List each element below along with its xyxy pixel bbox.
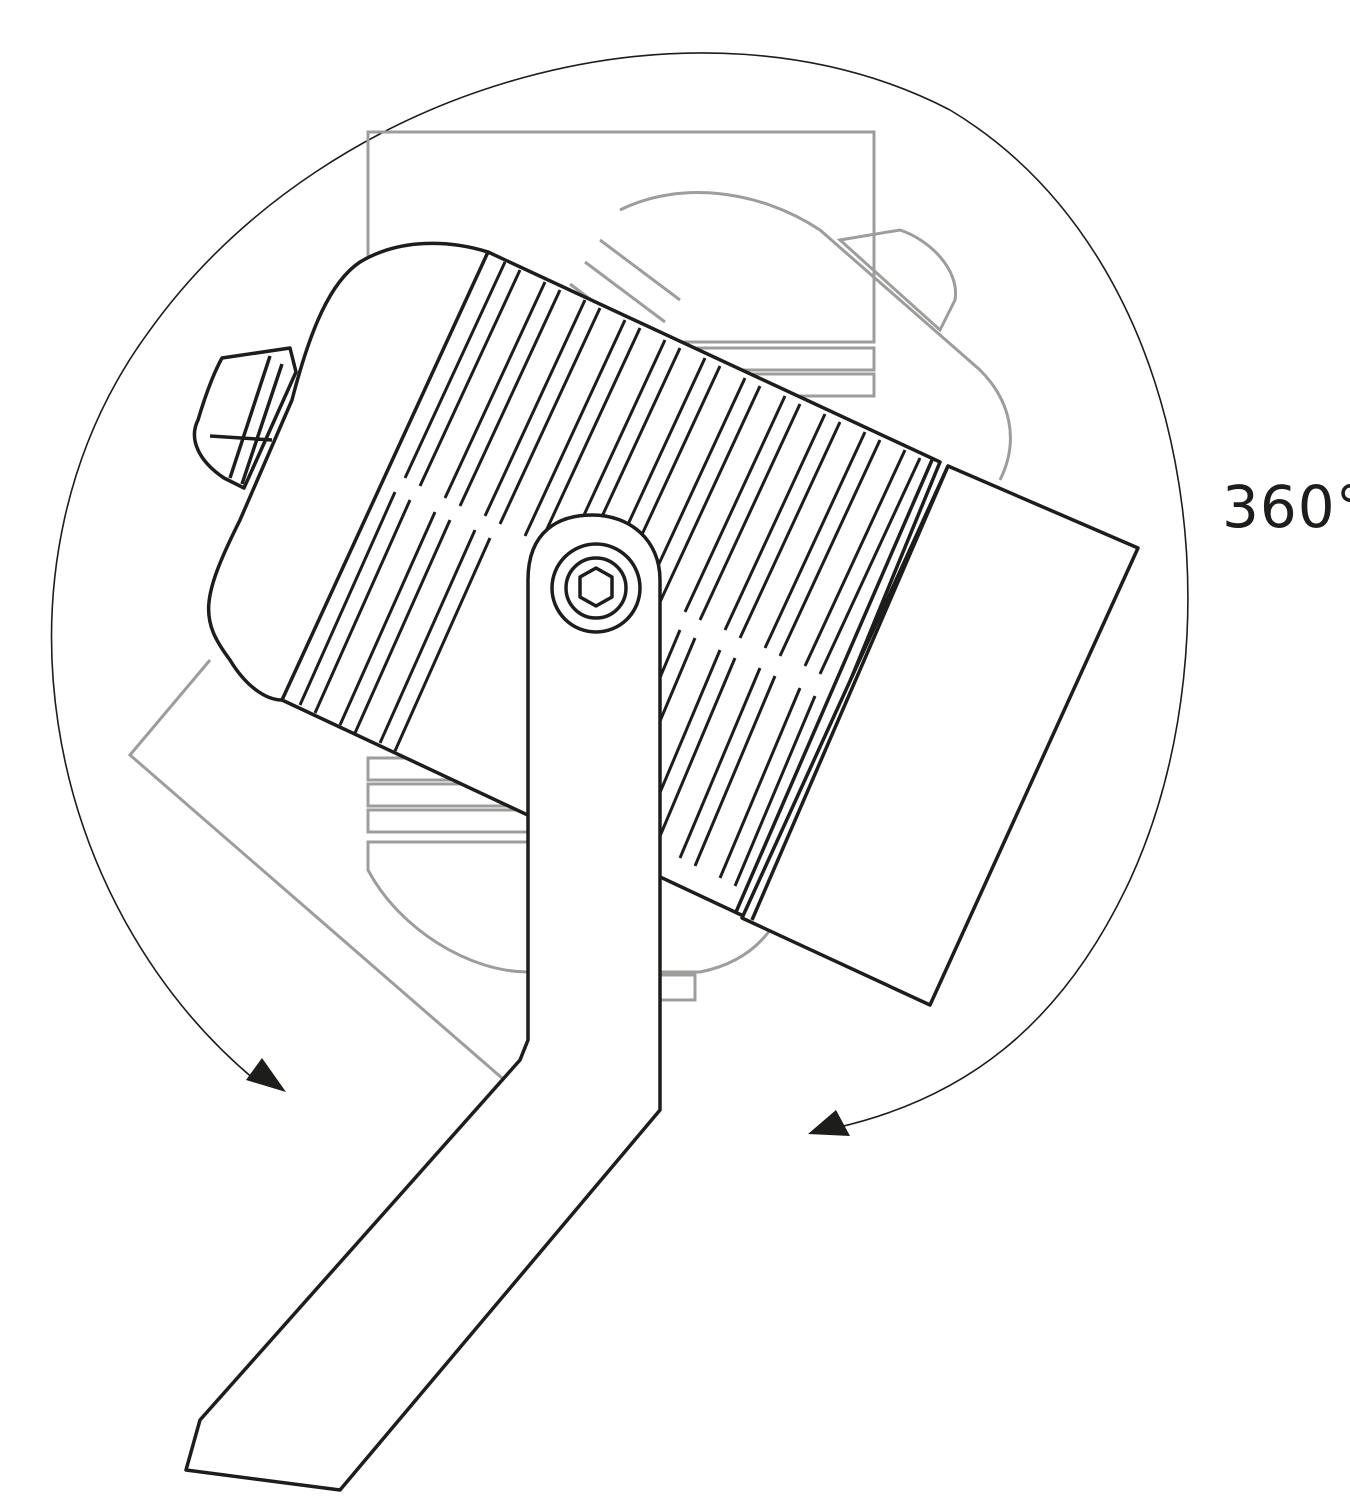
arrowhead-left-icon [246,1058,286,1092]
ghost-base-nut [658,973,697,1002]
hex-socket-bolt-icon [578,566,614,608]
ghost-fin-5 [366,808,530,834]
arrowhead-right-icon [808,1110,850,1136]
ghost-tilted-knob [836,228,958,333]
ghost-tilted-frame [127,659,511,1087]
spotlight [184,241,1140,1492]
spotlight-knob-ring [209,355,284,485]
rotation-angle-label: 360° [1222,473,1350,541]
rotation-arc-left-icon [50,52,951,1081]
rotation-arrows [50,52,1189,1129]
ghost-tilted-body [619,191,1012,481]
spotlight-front-ring [734,459,950,921]
spotlight-front-housing [740,464,1140,1007]
spotlight-rear-cap [206,241,490,702]
spotlight-side-knob [192,346,298,490]
mounting-arm [184,513,662,1492]
rotation-arc-right-icon [834,109,1189,1129]
ghost-upright-cap [366,840,530,974]
